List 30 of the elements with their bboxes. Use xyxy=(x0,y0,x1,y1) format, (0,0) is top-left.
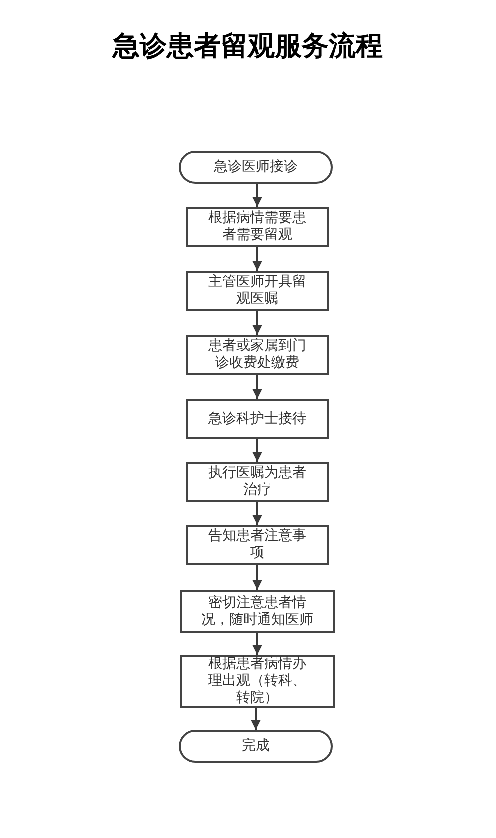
arrow xyxy=(251,708,261,730)
terminal-box xyxy=(179,730,333,763)
box-text: 根据病情需要患者需要留观 xyxy=(208,210,308,244)
process-box xyxy=(186,525,329,565)
arrow xyxy=(252,502,262,525)
box-text: 主管医师开具留观医嘱 xyxy=(208,274,308,308)
process-box xyxy=(186,462,329,502)
process-box xyxy=(180,655,335,708)
box-text: 急诊医师接诊 xyxy=(214,159,298,176)
terminal-box xyxy=(179,151,333,184)
process-box xyxy=(186,335,329,375)
box-text: 根据患者病情办理出观（转科、转院） xyxy=(208,656,308,707)
title: 急诊患者留观服务流程 xyxy=(113,30,383,64)
arrow xyxy=(252,565,262,590)
process-box xyxy=(186,207,329,247)
arrow xyxy=(252,184,262,207)
process-box xyxy=(180,590,335,633)
arrow xyxy=(252,633,262,655)
process-box xyxy=(186,271,329,311)
box-text: 告知患者注意事项 xyxy=(208,528,308,562)
arrow xyxy=(252,375,262,399)
box-text: 患者或家属到门诊收费处缴费 xyxy=(208,338,308,372)
arrow xyxy=(252,311,262,335)
box-text: 执行医嘱为患者治疗 xyxy=(208,465,308,499)
arrow xyxy=(252,247,262,271)
process-box xyxy=(186,399,329,439)
box-text: 急诊科护士接待 xyxy=(208,410,306,428)
box-text: 密切注意患者情况，随时通知医师 xyxy=(200,594,314,628)
box-text: 完成 xyxy=(242,738,270,755)
arrow xyxy=(252,439,262,462)
